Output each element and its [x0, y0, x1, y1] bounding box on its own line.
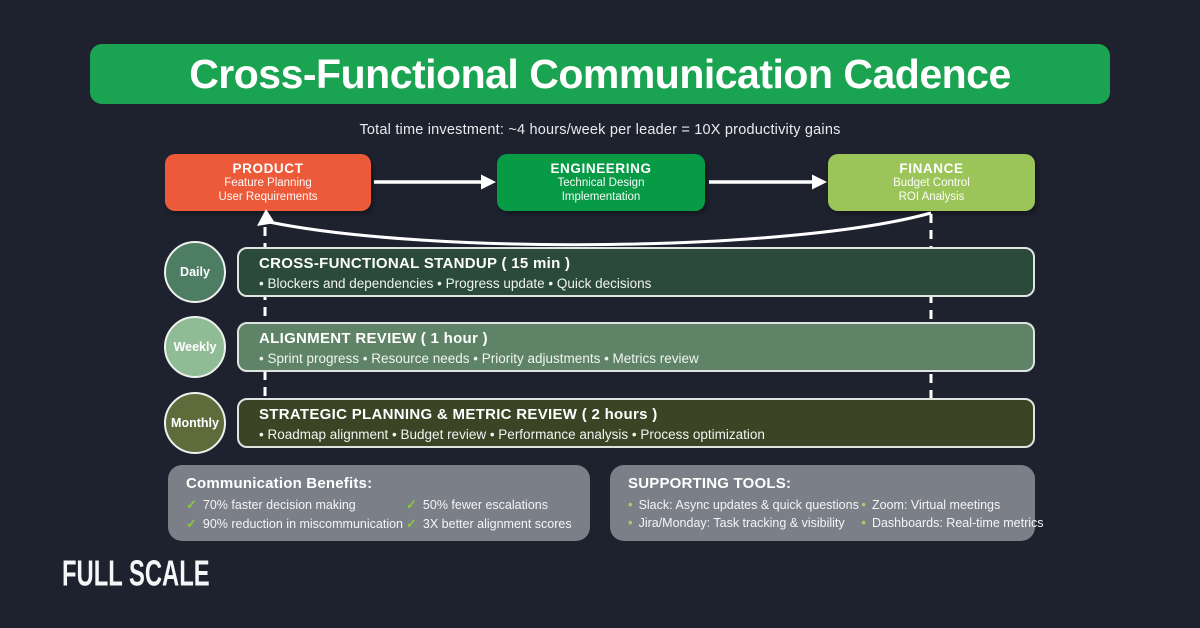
benefit-item: ✓ 70% faster decision making — [186, 497, 406, 513]
cadence-details: • Blockers and dependencies • Progress u… — [259, 276, 652, 291]
dept-detail: Budget Control — [893, 177, 970, 189]
subtitle-text: Total time investment: ~4 hours/week per… — [359, 122, 841, 138]
dept-title: ENGINEERING — [550, 161, 652, 176]
bullet-icon: • — [861, 497, 866, 512]
tools-panel: SUPPORTING TOOLS: • Slack: Async updates… — [610, 465, 1044, 541]
benefits-list: ✓ 70% faster decision making ✓ 50% fewer… — [186, 497, 572, 532]
benefit-text: 90% reduction in miscommunication — [202, 517, 403, 531]
benefit-text: 3X better alignment scores — [422, 517, 572, 531]
tool-text: Dashboards: Real-time metrics — [871, 516, 1044, 530]
cadence-title: STRATEGIC PLANNING & METRIC REVIEW ( 2 h… — [259, 406, 658, 423]
tools-title: SUPPORTING TOOLS: — [628, 475, 792, 492]
feedback-curve-finance-to-product-icon — [257, 209, 932, 247]
tools-list: • Slack: Async updates & quick questions… — [628, 497, 1044, 530]
benefit-text: 70% faster decision making — [202, 498, 356, 512]
check-icon: ✓ — [186, 497, 197, 512]
tool-item: • Dashboards: Real-time metrics — [861, 515, 1043, 530]
frequency-circle-daily: Daily — [164, 241, 226, 303]
dept-detail: User Requirements — [218, 190, 318, 203]
frequency-circle-monthly: Monthly — [164, 392, 226, 454]
header-banner: Cross-Functional Communication Cadence — [90, 44, 1110, 104]
dept-title: PRODUCT — [232, 161, 304, 176]
tool-text: Slack: Async updates & quick questions — [638, 498, 859, 512]
dept-detail: ROI Analysis — [898, 190, 965, 203]
bullet-icon: • — [628, 515, 633, 530]
arrow-engineering-to-finance-icon — [709, 174, 827, 190]
benefits-title: Communication Benefits: — [186, 475, 373, 492]
logo-text: FULL SCALE — [62, 554, 210, 594]
cadence-row-weekly: ALIGNMENT REVIEW ( 1 hour ) • Sprint pro… — [237, 322, 1035, 372]
cadence-details: • Roadmap alignment • Budget review • Pe… — [259, 427, 765, 442]
dept-detail: Feature Planning — [224, 177, 312, 189]
cadence-title: CROSS-FUNCTIONAL STANDUP ( 15 min ) — [259, 255, 571, 272]
full-scale-logo: FULL SCALE — [62, 554, 210, 595]
benefit-item: ✓ 50% fewer escalations — [406, 497, 572, 513]
cadence-row-monthly: STRATEGIC PLANNING & METRIC REVIEW ( 2 h… — [237, 398, 1035, 448]
dept-title: FINANCE — [899, 161, 964, 176]
dept-detail: Technical Design — [557, 177, 645, 189]
check-icon: ✓ — [406, 497, 417, 512]
benefits-panel: Communication Benefits: ✓ 70% faster dec… — [168, 465, 590, 541]
tool-text: Jira/Monday: Task tracking & visibility — [638, 516, 845, 530]
bullet-icon: • — [628, 497, 633, 512]
frequency-label: Monthly — [171, 416, 219, 430]
check-icon: ✓ — [406, 516, 417, 531]
benefit-text: 50% fewer escalations — [422, 498, 548, 512]
dept-card-finance: FINANCE Budget Control ROI Analysis — [828, 154, 1035, 211]
arrow-product-to-engineering-icon — [374, 174, 496, 190]
tool-item: • Zoom: Virtual meetings — [861, 497, 1017, 512]
frequency-label: Weekly — [173, 340, 217, 354]
bullet-icon: • — [861, 515, 866, 530]
dept-card-engineering: ENGINEERING Technical Design Implementat… — [497, 154, 705, 211]
cadence-title: ALIGNMENT REVIEW ( 1 hour ) — [259, 330, 488, 347]
frequency-circle-weekly: Weekly — [164, 316, 226, 378]
tool-text: Zoom: Virtual meetings — [871, 498, 1001, 512]
dept-card-product: PRODUCT Feature Planning User Requiremen… — [165, 154, 371, 211]
cadence-row-daily: CROSS-FUNCTIONAL STANDUP ( 15 min ) • Bl… — [237, 247, 1035, 297]
frequency-label: Daily — [180, 265, 210, 279]
tool-item: • Slack: Async updates & quick questions — [628, 497, 861, 512]
cadence-details: • Sprint progress • Resource needs • Pri… — [259, 351, 699, 366]
benefit-item: ✓ 90% reduction in miscommunication — [186, 516, 406, 532]
tool-item: • Jira/Monday: Task tracking & visibilit… — [628, 515, 861, 530]
check-icon: ✓ — [186, 516, 197, 531]
dept-detail: Implementation — [561, 190, 641, 203]
benefit-item: ✓ 3X better alignment scores — [406, 516, 572, 532]
page-title: Cross-Functional Communication Cadence — [189, 50, 1011, 97]
